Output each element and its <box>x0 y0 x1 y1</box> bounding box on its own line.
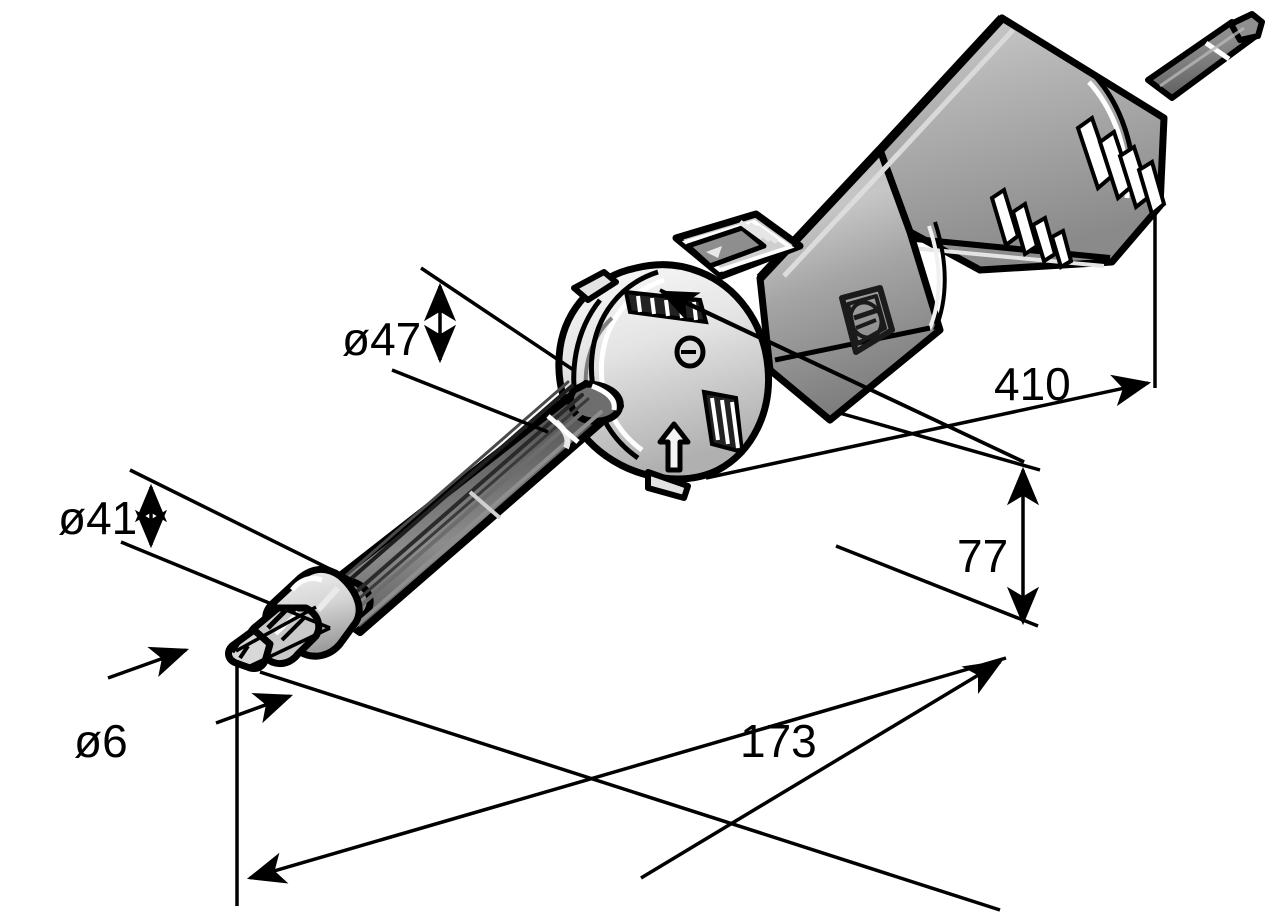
gear-head-screw <box>674 335 706 369</box>
dimension-410 <box>659 212 1157 480</box>
dimension-77 <box>835 410 1041 628</box>
switch-ribs <box>738 219 779 244</box>
dimension-dia47 <box>391 266 576 434</box>
dimension-labels: ø47 ø41 ø6 410 77 173 <box>58 313 1071 767</box>
power-cable <box>1145 11 1265 101</box>
dimension-dia6 <box>107 605 331 725</box>
dimension-label-173: 173 <box>740 715 817 767</box>
dimension-label-dia6: ø6 <box>74 715 128 767</box>
switch-arrow <box>706 246 722 258</box>
dimension-label-410: 410 <box>994 358 1071 410</box>
brand-badge <box>839 285 895 355</box>
dimension-label-dia41: ø41 <box>58 492 137 544</box>
grip-sleeve <box>308 380 624 636</box>
dimension-label-77: 77 <box>957 530 1008 582</box>
dimension-label-dia47: ø47 <box>342 313 421 365</box>
direction-arrow <box>657 421 691 473</box>
slide-switch <box>672 210 804 280</box>
motor-vents <box>989 114 1167 271</box>
dimension-lines <box>107 212 1157 912</box>
dimension-173 <box>235 656 1007 912</box>
grip-ribs <box>316 380 603 632</box>
dimension-dia41 <box>120 468 353 630</box>
